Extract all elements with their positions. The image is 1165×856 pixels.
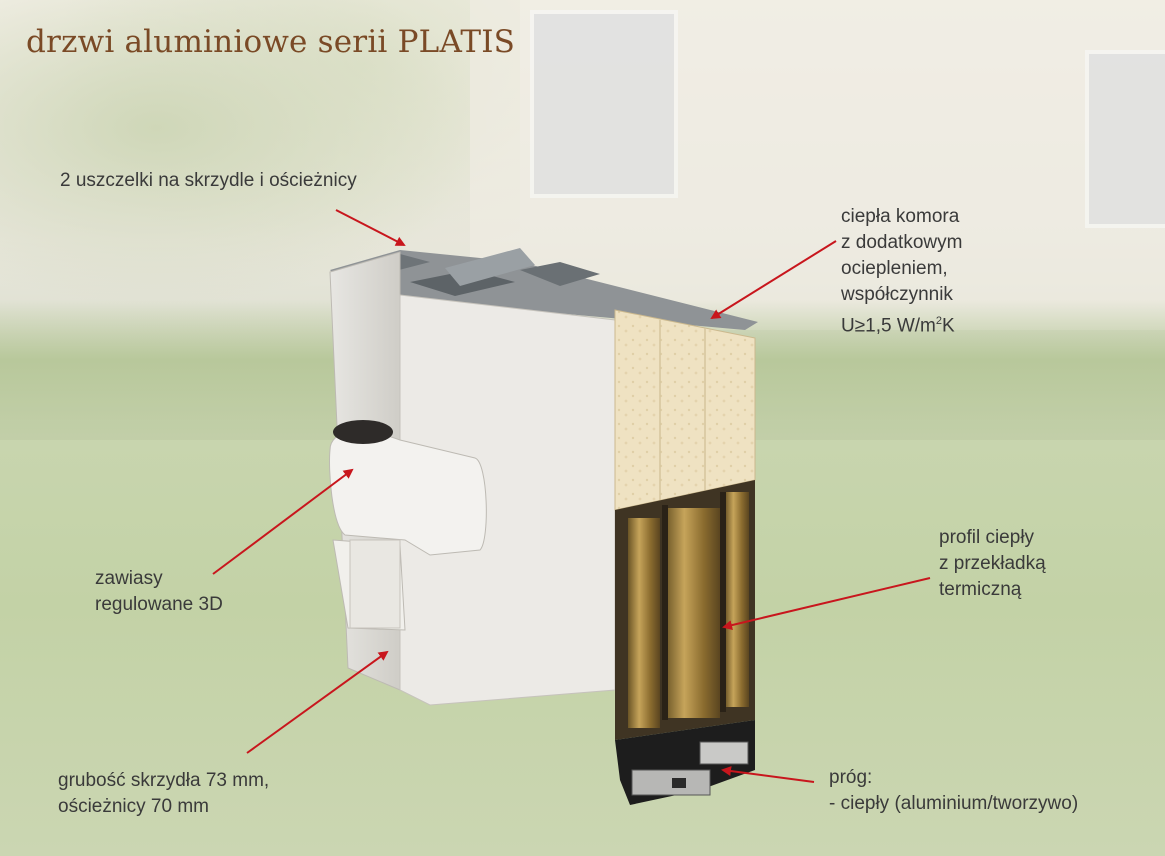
label-threshold-line: - ciepły (aluminium/tworzywo) xyxy=(829,793,1079,814)
label-chamber-line: współczynnik xyxy=(841,284,953,305)
label-thickness-line: ościeżnicy 70 mm xyxy=(58,796,209,817)
label-thickness-line: grubość skrzydła 73 mm, xyxy=(58,770,270,791)
aluminium-profile-section xyxy=(615,480,755,740)
arrow-seals xyxy=(335,209,406,246)
label-chamber-line: ociepleniem, xyxy=(841,258,948,279)
label-threshold-line: próg: xyxy=(829,767,873,788)
arrow-profile xyxy=(722,577,931,631)
profile-top-seals xyxy=(330,248,758,330)
label-hinges: zawiasy regulowane 3D xyxy=(95,566,223,618)
coefficient-unit: K xyxy=(942,315,955,337)
threshold xyxy=(615,720,755,805)
label-hinges-line: zawiasy xyxy=(95,568,163,589)
label-thickness: grubość skrzydła 73 mm, ościeżnicy 70 mm xyxy=(58,768,269,820)
label-threshold: próg: - ciepły (aluminium/tworzywo) xyxy=(829,765,1078,817)
label-chamber-line: ciepła komora xyxy=(841,206,960,227)
background-window xyxy=(1085,50,1165,228)
label-profile-line: z przekładką xyxy=(939,553,1046,574)
label-chamber: ciepła komora z dodatkowym ociepleniem, … xyxy=(841,204,962,339)
label-hinges-line: regulowane 3D xyxy=(95,594,223,615)
coefficient-exponent: 2 xyxy=(935,315,943,327)
label-profile: profil ciepły z przekładką termiczną xyxy=(939,525,1046,603)
insulation-foam xyxy=(614,309,756,511)
label-profile-line: termiczną xyxy=(939,579,1022,600)
coefficient-value: U≥1,5 W/m xyxy=(841,315,936,337)
arrow-threshold xyxy=(721,766,815,783)
label-chamber-line: z dodatkowym xyxy=(841,232,963,253)
arrow-chamber xyxy=(710,240,837,320)
label-chamber-coefficient: U≥1,5 W/m2K xyxy=(841,308,962,339)
label-seals: 2 uszczelki na skrzydle i ościeżnicy xyxy=(60,168,357,194)
background-window xyxy=(530,10,678,198)
page-title: drzwi aluminiowe serii PLATIS xyxy=(26,24,516,60)
label-profile-line: profil ciepły xyxy=(939,527,1035,548)
arrow-thickness xyxy=(246,650,389,754)
arrow-hinges xyxy=(212,468,354,575)
hinge xyxy=(329,420,487,631)
label-seals-text: 2 uszczelki na skrzydle i ościeżnicy xyxy=(60,170,357,191)
